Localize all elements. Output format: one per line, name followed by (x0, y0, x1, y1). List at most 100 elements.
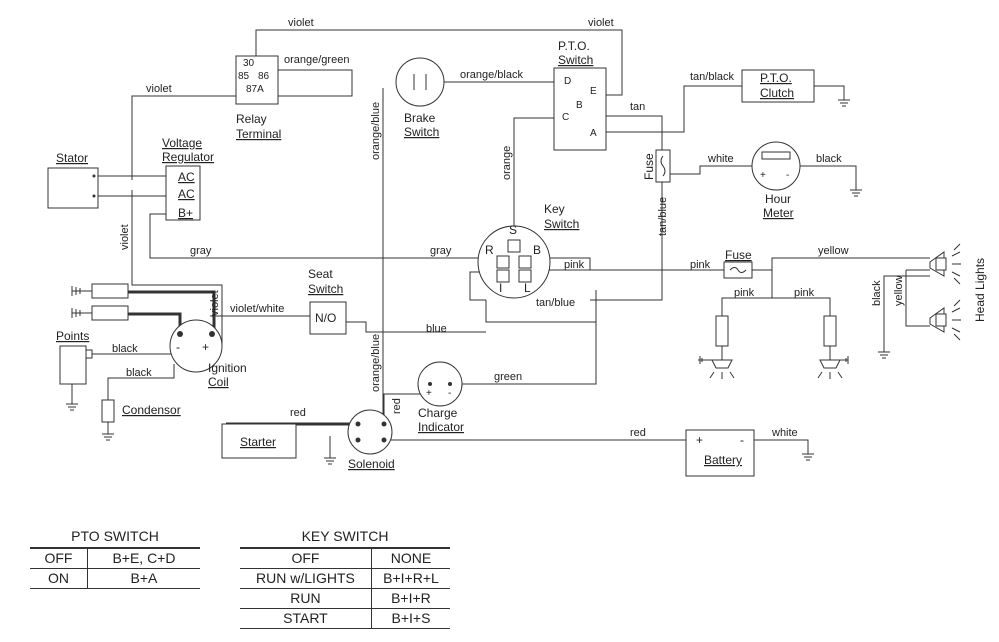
pto-switch: D E B C A P.T.O. Switch (553, 39, 607, 151)
pto-row-state: OFF (30, 548, 88, 569)
pto-clutch-label: P.T.O. (760, 71, 792, 85)
fuse-1: Fuse (642, 149, 671, 183)
charge-indicator: + - Charge Indicator (417, 361, 464, 434)
brake-switch: Brake Switch (395, 57, 445, 139)
relay-label: Relay (236, 112, 267, 126)
charge-indicator-label: Charge (418, 406, 458, 420)
wire-label-red-solenoid: red (391, 398, 403, 414)
pto-clutch: P.T.O. Clutch (741, 69, 815, 103)
fuse-2: Fuse (723, 248, 753, 279)
head-lights-label: Head Lights (973, 258, 987, 322)
wire-label-green: green (494, 371, 522, 383)
seat-switch-label: Seat (308, 267, 333, 281)
relay-terminal-label: Terminal (236, 127, 281, 141)
brake-switch-label-2: Switch (404, 125, 439, 139)
head-lights: Head Lights (929, 243, 987, 341)
wire-label-black-condenser: black (126, 367, 152, 379)
key-term-s: S (509, 223, 517, 237)
wire-label-pink-key: pink (564, 259, 585, 271)
wire-label-gray-right: gray (430, 245, 452, 257)
wire-label-blue: blue (426, 323, 447, 335)
fuse-1-label: Fuse (642, 153, 656, 180)
solenoid-label: Solenoid (348, 457, 395, 471)
wire-label-orange-blue-top: orange/blue (370, 102, 382, 160)
condenser: Condensor (101, 399, 181, 423)
points-label: Points (56, 329, 89, 343)
pto-row-contacts: B+E, C+D (87, 548, 200, 569)
key-row-contacts: B+I+S (371, 608, 450, 629)
wire-label-violet-coil: violet (209, 290, 221, 316)
regulator-ac1: AC (178, 170, 195, 184)
seat-switch: N/O Seat Switch (308, 267, 347, 335)
wire-label-violet-white: violet/white (230, 303, 284, 315)
ignition-coil-label-2: Coil (208, 375, 229, 389)
key-row-state: START (240, 608, 372, 629)
voltage-regulator: AC AC B+ Voltage Regulator (162, 136, 214, 221)
wire-label-pink-fuse: pink (690, 259, 711, 271)
battery-plus: + (696, 433, 703, 447)
key-term-r: R (485, 243, 494, 257)
key-row-contacts: B+I+R (371, 588, 450, 609)
solenoid: Solenoid (347, 409, 395, 471)
wire-labels: violet violet orange/green violet orange… (112, 17, 905, 439)
hour-meter-label-2: Meter (763, 206, 794, 220)
wire-label-pink-tail2: pink (794, 287, 815, 299)
wire-label-black-meter: black (816, 153, 842, 165)
key-row-state: OFF (240, 548, 372, 569)
hour-meter: + - Hour Meter (751, 141, 801, 220)
wire-label-orange-green: orange/green (284, 54, 349, 66)
wire-label-tan-blue-vert: tan/blue (657, 197, 669, 236)
battery: + - Battery (685, 429, 755, 477)
hour-meter-minus: - (786, 170, 789, 181)
wire-label-violet-top-2: violet (588, 17, 614, 29)
pto-term-e: E (590, 86, 597, 97)
table-row: START B+I+S (240, 608, 450, 629)
wire-label-white-meter: white (707, 153, 734, 165)
pto-switch-label-2: Switch (558, 53, 593, 67)
pto-row-state: ON (30, 568, 88, 589)
wire-label-violet-vert: violet (119, 224, 131, 250)
wire-label-yellow-top: yellow (818, 245, 849, 257)
regulator-bplus: B+ (178, 206, 193, 220)
pto-switch-table: PTO SWITCH OFF B+E, C+D ON B+A (30, 528, 200, 589)
pto-switch-label: P.T.O. (558, 39, 590, 53)
key-row-state: RUN (240, 588, 372, 609)
wire-label-orange: orange (501, 146, 513, 180)
coil-plus: + (202, 340, 209, 354)
pto-row-contacts: B+A (87, 568, 200, 589)
ignition-coil-label: Ignition (208, 361, 247, 375)
key-term-i: I (499, 281, 502, 295)
relay: 30 85 86 87A Relay Terminal (235, 55, 281, 141)
table-row: RUN B+I+R (240, 588, 450, 609)
key-term-b: B (533, 243, 541, 257)
key-term-l: L (524, 281, 531, 295)
hour-meter-plus: + (760, 170, 766, 181)
wire-label-gray-left: gray (190, 245, 212, 257)
starter: Starter (221, 423, 297, 459)
key-row-state: RUN w/LIGHTS (240, 568, 372, 589)
wire-label-black-points: black (112, 343, 138, 355)
key-switch-table: KEY SWITCH OFF NONE RUN w/LIGHTS B+I+R+L… (240, 528, 450, 629)
key-switch-label-2: Switch (544, 217, 579, 231)
spark-plugs (71, 283, 129, 321)
wire-label-tan: tan (630, 101, 645, 113)
coil-minus: - (176, 340, 180, 354)
relay-pin-86: 86 (258, 71, 270, 82)
wire-label-tan-black: tan/black (690, 71, 735, 83)
hour-meter-label: Hour (765, 192, 791, 206)
charge-indicator-label-2: Indicator (418, 420, 464, 434)
regulator-label-2: Regulator (162, 150, 214, 164)
table-row: ON B+A (30, 568, 200, 589)
relay-pin-87a: 87A (246, 84, 264, 95)
wire-label-tan-blue-key: tan/blue (536, 297, 575, 309)
stator: Stator (47, 151, 99, 209)
pto-term-b: B (576, 100, 583, 111)
table-row: RUN w/LIGHTS B+I+R+L (240, 568, 450, 589)
charge-minus: - (448, 388, 451, 399)
tail-lamps (699, 315, 849, 379)
stator-label: Stator (56, 151, 88, 165)
wire-paths (66, 29, 930, 465)
starter-label: Starter (240, 435, 276, 449)
key-row-contacts: B+I+R+L (371, 568, 450, 589)
